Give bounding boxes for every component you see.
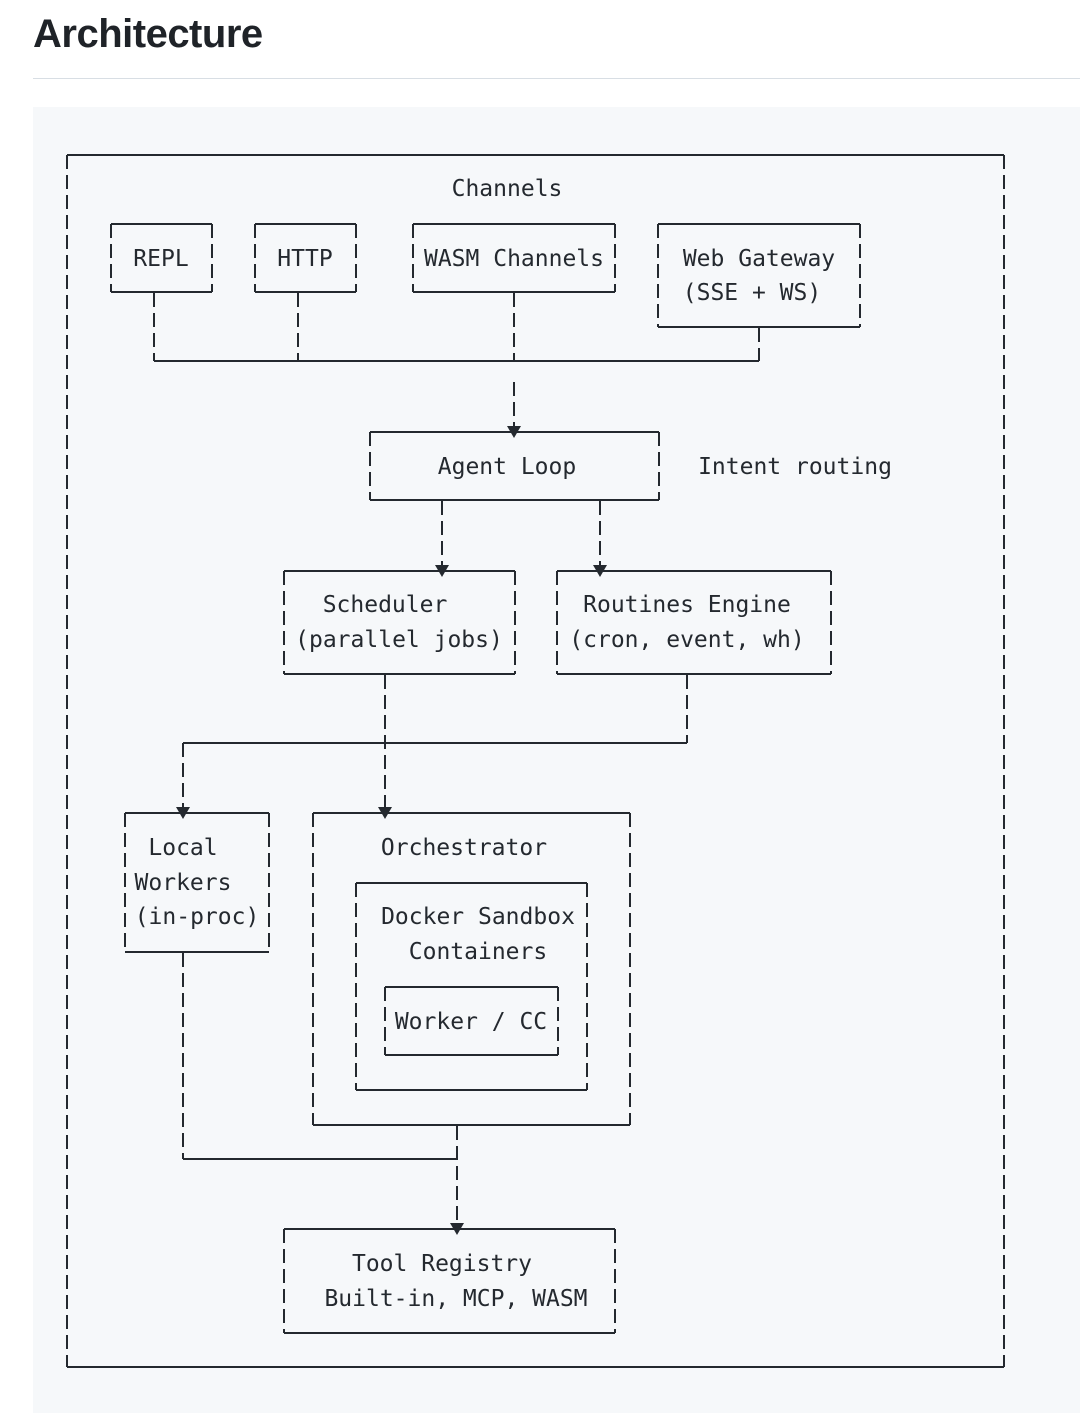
docker-sandbox-label: Docker Sandbox bbox=[381, 904, 575, 930]
repl-label: REPL bbox=[133, 246, 188, 272]
channels-bus bbox=[153, 293, 760, 438]
tool-registry-box: Tool Registry Built-in, MCP, WASM bbox=[283, 1228, 616, 1334]
intent-routing-label: Intent routing bbox=[698, 454, 892, 480]
orchestrator-label: Orchestrator bbox=[381, 835, 547, 861]
worker-cc-box: Worker / CC bbox=[384, 986, 559, 1056]
routines-engine-label: Routines Engine bbox=[583, 592, 791, 618]
wasm-channels-label: WASM Channels bbox=[424, 246, 604, 272]
local-workers-label-2: Workers bbox=[135, 870, 232, 896]
routines-engine-detail: (cron, event, wh) bbox=[569, 627, 804, 653]
scheduler-label: Scheduler bbox=[323, 592, 448, 618]
local-workers-box: Local Workers (in-proc) bbox=[124, 812, 270, 953]
wasm-channels-box: WASM Channels bbox=[412, 223, 616, 293]
agent-loop-connectors bbox=[435, 501, 607, 577]
outer-frame bbox=[66, 154, 1005, 1368]
page-title: Architecture bbox=[33, 12, 263, 56]
dispatch-connectors bbox=[176, 675, 688, 819]
docker-sandbox-box: Docker Sandbox Containers bbox=[355, 882, 588, 1091]
local-workers-label-1: Local bbox=[148, 835, 217, 861]
orchestrator-box: Orchestrator bbox=[312, 812, 631, 1126]
agent-loop-box: Agent Loop bbox=[369, 431, 660, 501]
http-box: HTTP bbox=[254, 223, 357, 293]
scheduler-box: Scheduler (parallel jobs) bbox=[283, 570, 516, 675]
docker-sandbox-detail: Containers bbox=[409, 939, 547, 965]
local-workers-label-3: (in-proc) bbox=[135, 904, 260, 930]
web-gateway-box: Web Gateway (SSE + WS) bbox=[657, 223, 861, 328]
routines-engine-box: Routines Engine (cron, event, wh) bbox=[556, 570, 832, 675]
scheduler-detail: (parallel jobs) bbox=[295, 627, 503, 653]
web-gateway-label: Web Gateway bbox=[683, 246, 835, 272]
http-label: HTTP bbox=[277, 246, 332, 272]
title-divider bbox=[33, 78, 1080, 79]
code-block bbox=[33, 107, 1080, 1413]
tool-registry-label: Tool Registry bbox=[352, 1251, 532, 1277]
repl-box: REPL bbox=[110, 223, 213, 293]
worker-cc-label: Worker / CC bbox=[395, 1009, 547, 1035]
channels-title: Channels bbox=[452, 176, 563, 202]
agent-loop-label: Agent Loop bbox=[438, 454, 576, 480]
tool-registry-connectors bbox=[182, 953, 464, 1235]
web-gateway-protocols: (SSE + WS) bbox=[683, 280, 821, 306]
tool-registry-detail: Built-in, MCP, WASM bbox=[324, 1286, 587, 1312]
